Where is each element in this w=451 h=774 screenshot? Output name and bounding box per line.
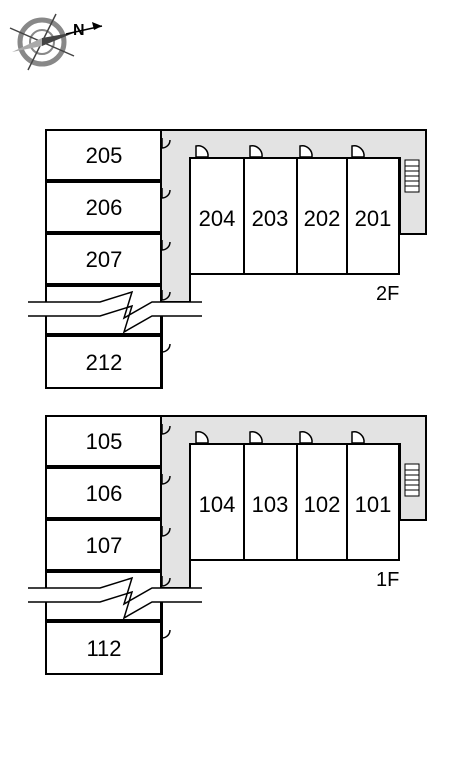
unit-107: [45, 519, 162, 571]
unit-203: [243, 157, 298, 275]
unit-label: 201: [355, 206, 392, 231]
compass-rose-icon: N: [9, 13, 103, 71]
unit-101: [346, 443, 400, 561]
unit-label: 103: [252, 492, 289, 517]
unit-label: 212: [86, 350, 123, 375]
unit-112: [45, 621, 162, 675]
unit-label: 104: [199, 492, 236, 517]
break-symbol: [28, 576, 202, 620]
unit-label: 101: [355, 492, 392, 517]
unit-label: 202: [304, 206, 341, 231]
right-unit-row: [189, 145, 400, 275]
stairs-icon: [404, 159, 420, 193]
unit-205: [45, 129, 162, 181]
unit-104: [189, 443, 245, 561]
floor-label: 1F: [376, 569, 399, 591]
unit-label: 105: [86, 429, 123, 454]
unit-label: 112: [86, 636, 121, 661]
unit-label: 206: [86, 195, 123, 220]
unit-label: 204: [199, 206, 236, 231]
unit-label: 106: [86, 481, 123, 506]
unit-106: [45, 467, 162, 519]
floor-label: 2F: [376, 283, 399, 305]
unit-label: 205: [86, 143, 123, 168]
unit-201: [346, 157, 400, 275]
unit-label: 107: [86, 533, 123, 558]
right-unit-row: [189, 431, 400, 561]
unit-105: [45, 415, 162, 467]
break-symbol: [28, 290, 202, 334]
unit-102: [296, 443, 348, 561]
unit-207: [45, 233, 162, 285]
floor-plan-1f: 105 106 107 112 104 103 102 101 1F: [28, 415, 427, 675]
floor-plan-2f: 205 206 207 212 204 203 202 201 2F: [28, 129, 427, 389]
stairs-icon: [404, 463, 420, 497]
unit-212: [45, 335, 162, 389]
unit-label: 203: [252, 206, 289, 231]
unit-label: 102: [304, 492, 341, 517]
unit-206: [45, 181, 162, 233]
unit-103: [243, 443, 298, 561]
compass-north-label: N: [73, 22, 85, 39]
unit-label: 207: [86, 247, 123, 272]
unit-202: [296, 157, 348, 275]
